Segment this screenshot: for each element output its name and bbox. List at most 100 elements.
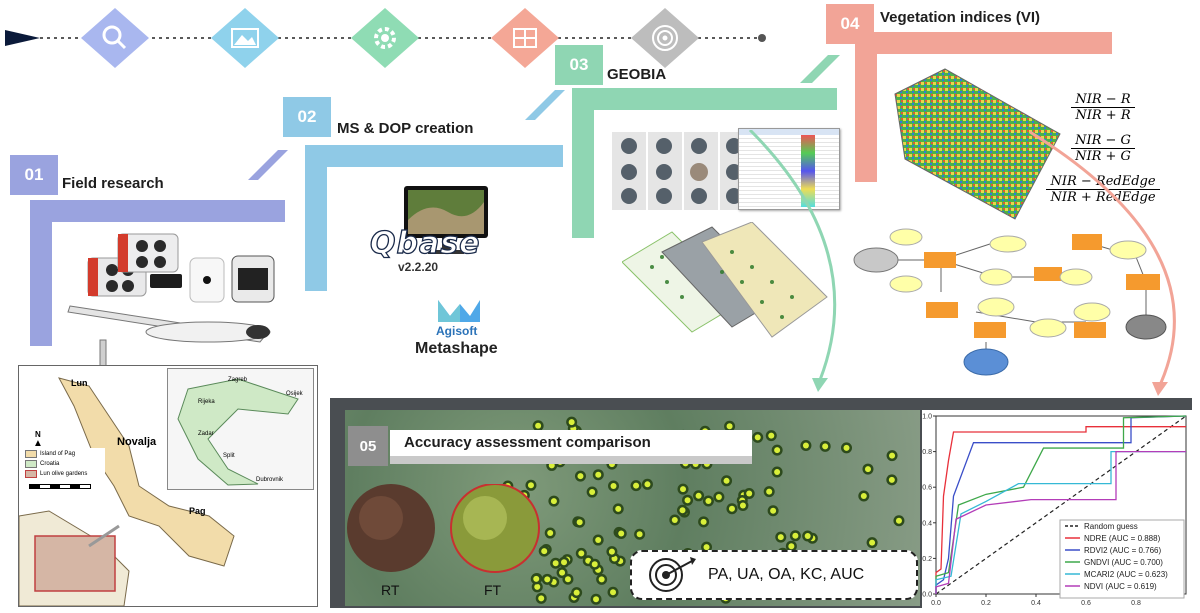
dls-sensor-icon [150, 274, 182, 288]
vegetation-index-map [894, 68, 1061, 220]
tree-point-center [843, 444, 850, 451]
tree-point-center [703, 544, 710, 551]
label-zagreb: Zagreb [228, 377, 248, 383]
tree-point-center [680, 486, 687, 493]
step-04-frame [855, 32, 1112, 54]
x-tick-label: 0.2 [981, 600, 991, 607]
tree-point-center [593, 596, 600, 603]
x-tick-label: 0.0 [931, 600, 941, 607]
tree-point-center [777, 534, 784, 541]
step-04-number: 04 [826, 4, 874, 44]
tree-point-center [578, 550, 585, 557]
tree-point-center [533, 575, 540, 582]
label-lun: Lun [71, 378, 88, 388]
legend-island: Island of Pag [40, 451, 76, 457]
step-03-number: 03 [555, 45, 603, 85]
timeline-start-arrow [5, 30, 40, 46]
tree-point-center [746, 490, 753, 497]
tree-point-center [541, 548, 548, 555]
step-04-frame-vertical [855, 32, 877, 182]
tree-point-center [534, 583, 541, 590]
tree-point-center [589, 489, 596, 496]
tree-point-center [895, 517, 902, 524]
timeline-search-icon [81, 8, 149, 68]
flowchart-nodes [853, 228, 1167, 376]
tree-point-center [644, 481, 651, 488]
tree-point-center [774, 447, 781, 454]
tree-point-center [723, 477, 730, 484]
compass-arrow-icon: ▲ [33, 438, 43, 449]
tree-point-center [615, 505, 622, 512]
step-02-title: MS & DOP creation [337, 120, 474, 137]
tree-point-center [564, 576, 571, 583]
tree-point-center [766, 488, 773, 495]
tree-point-center [610, 589, 617, 596]
legend-entry: GNDVI (AUC = 0.700) [1084, 558, 1163, 567]
tree-point-center [552, 560, 559, 567]
x-tick-label: 0.6 [1081, 600, 1091, 607]
label-ft: FT [484, 582, 502, 598]
arrow-03-to-05 [748, 130, 837, 381]
step-03-title: GEOBIA [607, 66, 667, 83]
formula-ndre-numerator: NIR − RedEdge [1046, 174, 1160, 190]
map-legend: Island of Pag Croatia Lun olive gardens [25, 448, 105, 480]
baseline-line [935, 415, 1187, 595]
label-zadar: Zadar [198, 431, 214, 437]
tree-point-center [869, 539, 876, 546]
scale-bar [29, 484, 91, 489]
y-tick-label: 0.2 [922, 556, 932, 563]
timeline-module-icon [491, 8, 559, 68]
metrics-box: PA, UA, OA, KC, AUC [630, 550, 918, 600]
step-03-connector [800, 55, 840, 83]
tree-point-center [705, 498, 712, 505]
tree-point-center [527, 482, 534, 489]
tree-point-center [636, 531, 643, 538]
tree-point-center [864, 466, 871, 473]
croatia-shape [177, 378, 299, 486]
formula-list: NIR − R NIR + R NIR − G NIR + G NIR − Re… [1028, 92, 1178, 205]
formula-gndvi-numerator: NIR − G [1071, 133, 1135, 149]
step-03-frame-vertical [572, 88, 594, 238]
tree-point-center [547, 530, 554, 537]
tree-point-center [684, 497, 691, 504]
qbase-logo: Qbase [369, 225, 481, 261]
timeline [5, 8, 766, 68]
tree-point-center [695, 492, 702, 499]
tree-point-center [595, 471, 602, 478]
step-03-frame [572, 88, 837, 110]
target-icon [649, 557, 696, 592]
lun-olive-gardens-area [34, 535, 116, 592]
tree-point-center [608, 548, 615, 555]
series-line-1 [935, 415, 1187, 594]
y-tick-label: 0.0 [922, 592, 932, 599]
step-01-frame [30, 200, 285, 222]
tree-point-center [598, 576, 605, 583]
legend-olive-gardens: Lun olive gardens [40, 471, 88, 477]
arrow-03-head-icon [812, 378, 828, 392]
y-tick-label: 0.4 [922, 520, 932, 527]
processing-flowchart [853, 228, 1167, 376]
croatia-inset: Zagreb Osijek Rijeka Zadar Split Dubrovn… [167, 368, 314, 490]
legend-croatia: Croatia [40, 461, 60, 467]
agisoft-product: Metashape [415, 340, 498, 357]
tree-point-center [770, 507, 777, 514]
label-rt: RT [381, 582, 400, 598]
tree-point-center [754, 434, 761, 441]
qbase-version: v2.2.20 [398, 260, 439, 274]
tree-point-center [610, 482, 617, 489]
formula-gndvi: NIR − G NIR + G [1028, 133, 1178, 164]
compass-label: N [35, 430, 41, 439]
label-osijek: Osijek [286, 391, 303, 397]
tree-point-center [888, 476, 895, 483]
tree-point-center [576, 519, 583, 526]
tree-point-center [700, 518, 707, 525]
label-split: Split [223, 453, 235, 459]
step-01-frame-vertical [30, 200, 52, 346]
step-05-title: Accuracy assessment comparison [390, 430, 752, 456]
flow-arrows [748, 130, 1176, 396]
formula-gndvi-denominator: NIR + G [1075, 149, 1131, 164]
tree-point-center [822, 443, 829, 450]
label-dubrovnik: Dubrovnik [256, 477, 284, 483]
